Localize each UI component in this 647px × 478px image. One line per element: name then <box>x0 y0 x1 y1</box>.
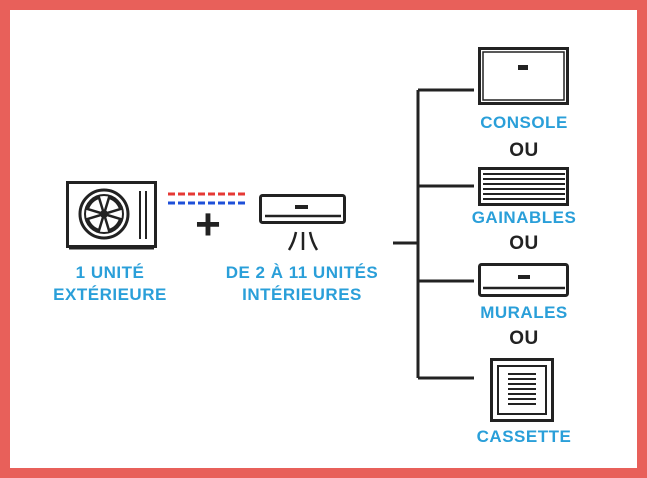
refrigerant-pipes-icon <box>168 192 246 205</box>
outdoor-unit-label-line1: 1 UNITÉ <box>75 263 145 282</box>
outdoor-unit-label-line2: EXTÉRIEURE <box>53 285 167 304</box>
ou-separator-3: OU <box>509 328 539 349</box>
murales-label: MURALES <box>480 303 568 322</box>
ducted-unit-icon <box>478 167 569 206</box>
outdoor-unit-fan-icon <box>66 181 157 250</box>
wall-mounted-unit-icon <box>478 263 569 297</box>
console-unit-icon <box>478 47 569 105</box>
indoor-wall-unit-icon <box>259 194 346 251</box>
ou-separator-1: OU <box>509 140 539 161</box>
indoor-units-label-line2: INTÉRIEURES <box>242 285 362 304</box>
indoor-units-label-line1: DE 2 À 11 UNITÉS <box>225 263 379 282</box>
outdoor-unit-label: 1 UNITÉ EXTÉRIEURE <box>40 262 180 306</box>
ou-separator-2: OU <box>509 233 539 254</box>
indoor-units-label: DE 2 À 11 UNITÉS INTÉRIEURES <box>212 262 392 306</box>
console-label: CONSOLE <box>480 113 568 132</box>
plus-sign: + <box>195 200 221 249</box>
cassette-label: CASSETTE <box>476 427 572 446</box>
gainables-label: GAINABLES <box>471 208 577 227</box>
cassette-unit-icon <box>490 358 554 422</box>
